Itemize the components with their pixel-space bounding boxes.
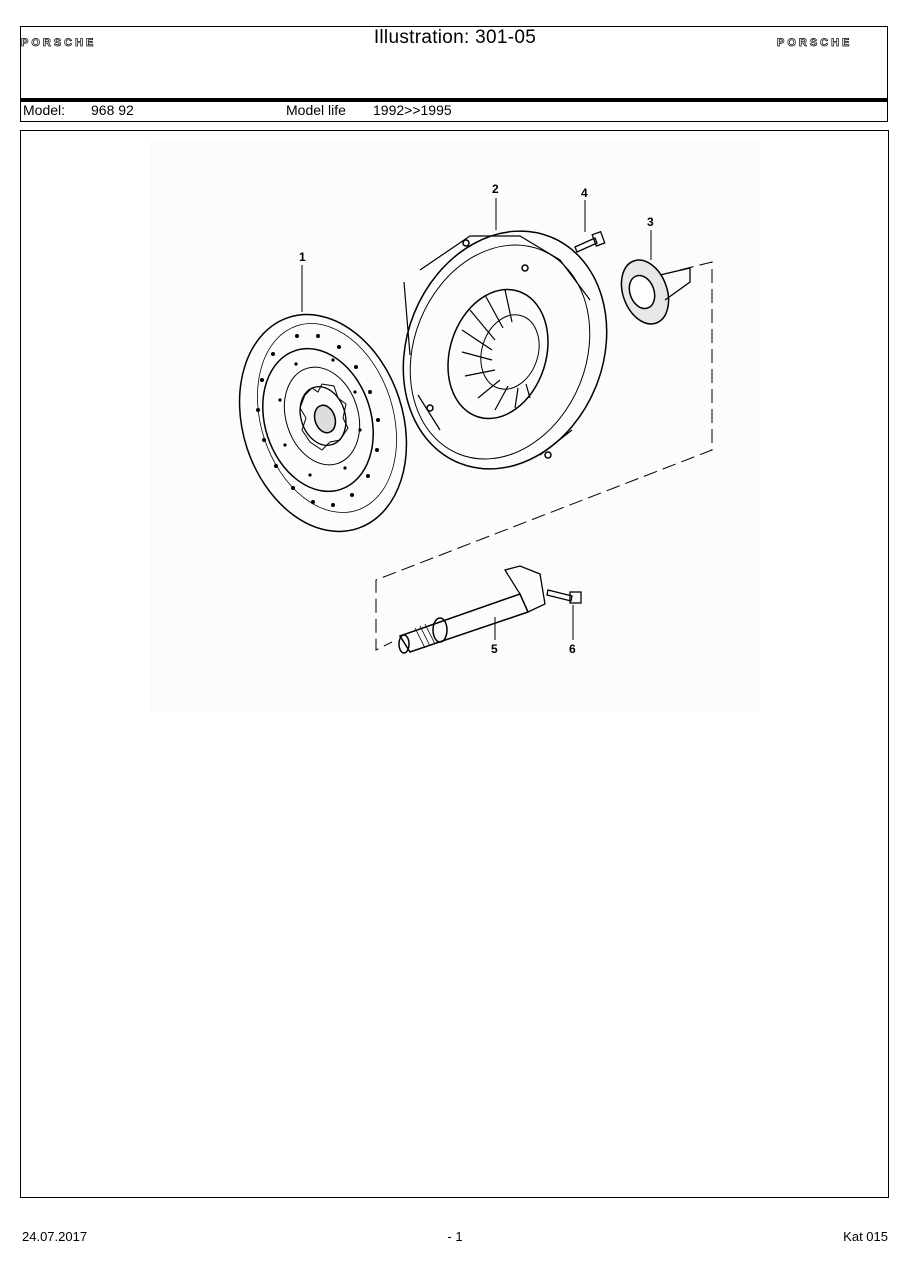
porsche-logo-left: PORSCHE: [21, 37, 96, 49]
callout-3: 3: [647, 215, 654, 229]
footer-date: 24.07.2017: [22, 1229, 88, 1244]
clutch-disc-drawing: [238, 313, 408, 533]
callout-leaders: [301, 198, 652, 640]
brand-left-text: PORSCHE: [21, 37, 96, 49]
footer-page-number: - 1: [447, 1229, 463, 1244]
footer-catalog: Kat 015: [843, 1229, 888, 1244]
header-divider: [20, 98, 888, 102]
illustration-frame: [20, 130, 889, 1198]
assembly-guide-lines: [375, 261, 713, 651]
release-bearing-drawing: [620, 259, 691, 325]
callout-2: 2: [492, 182, 499, 196]
page-title: Illustration: 301-05: [373, 27, 537, 48]
model-label: Model:: [23, 102, 66, 118]
exploded-parts-diagram: 1 2 3 4 5 6: [150, 140, 760, 712]
brand-right-text: PORSCHE: [777, 37, 852, 49]
porsche-logo-right: PORSCHE: [777, 37, 852, 49]
header-box: [20, 26, 888, 98]
bolt-4-drawing: [574, 230, 606, 253]
model-value: 968 92: [91, 102, 134, 118]
callout-4: 4: [581, 186, 588, 200]
callout-5: 5: [491, 642, 498, 656]
model-info-bar: Model: 968 92 Model life 1992>>1995: [20, 101, 888, 122]
model-life-label: Model life: [286, 102, 346, 118]
release-shaft-drawing: [398, 565, 546, 654]
callout-6: 6: [569, 642, 576, 656]
pressure-plate-drawing: [402, 230, 608, 470]
callout-1: 1: [299, 250, 306, 264]
bolt-6-drawing: [546, 589, 582, 604]
model-life-value: 1992>>1995: [373, 102, 452, 118]
